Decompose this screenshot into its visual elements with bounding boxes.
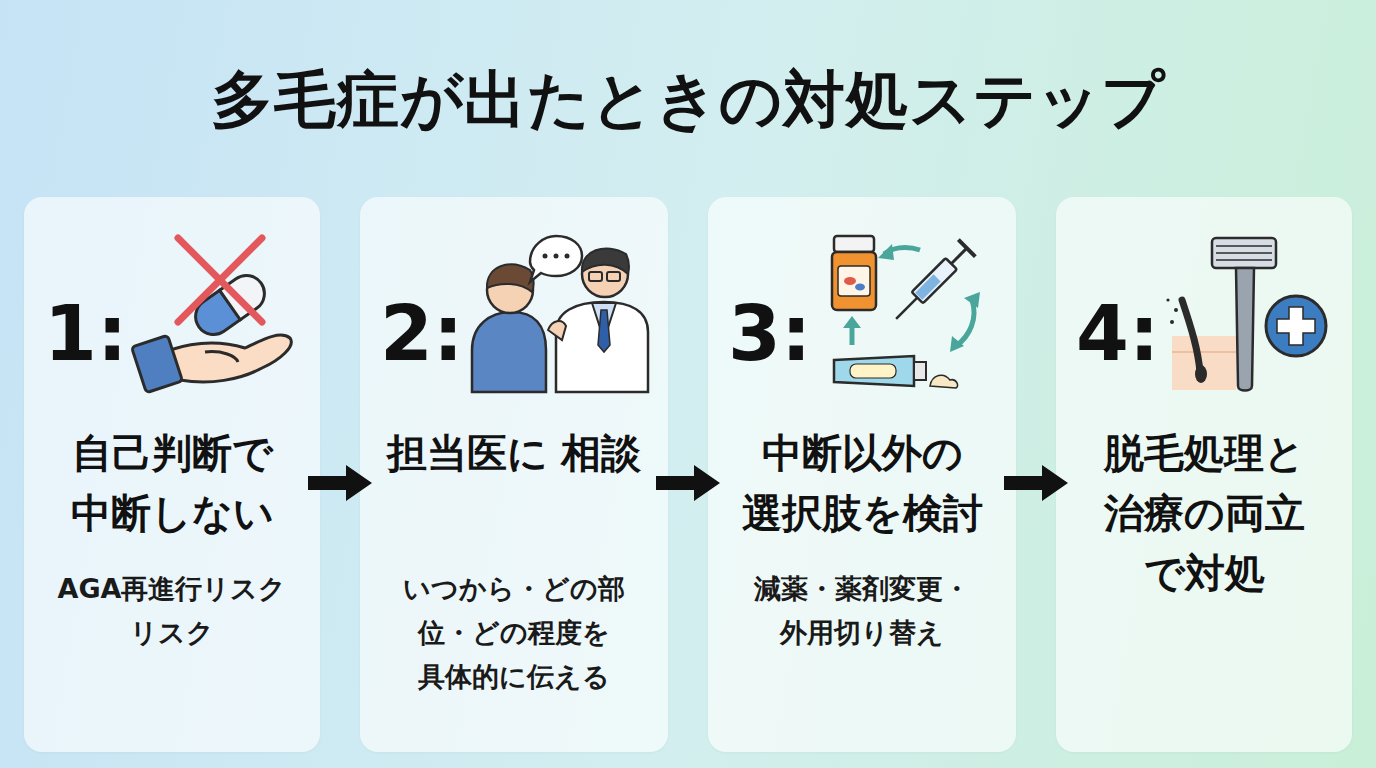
razor-blade	[1216, 245, 1272, 247]
step-card: 4: 脱毛処理と 治療の両立 で対処	[1056, 197, 1352, 752]
skin-block	[1172, 336, 1236, 390]
step-heading: 中断以外の 選択肢を検討	[731, 423, 993, 543]
cycle-arrow-head	[950, 336, 964, 352]
step-card: 2: 担当医に 相談いつから・どの部 位・どの程度を 具体的に伝える	[360, 197, 668, 752]
step-number: 2:	[380, 289, 463, 379]
doctor-hand	[548, 321, 566, 340]
options-icon	[832, 236, 980, 388]
ointment-tube	[834, 356, 914, 386]
step-detail: いつから・どの部 位・どの程度を 具体的に伝える	[388, 567, 640, 699]
consult-icon	[472, 236, 648, 392]
doctor-shirt	[592, 303, 616, 340]
cycle-arrow-head	[843, 316, 861, 328]
tube-label	[850, 364, 896, 378]
cycle-arrow	[884, 247, 920, 254]
bottle-cap	[834, 236, 874, 252]
hand-cuff	[132, 335, 183, 392]
speech-bubble	[530, 236, 582, 282]
bottle-label	[838, 266, 870, 296]
razor-blade	[1216, 252, 1272, 254]
step-heading: 担当医に 相談	[383, 423, 645, 483]
razor-head	[1212, 238, 1276, 268]
hand-thumb	[205, 352, 238, 362]
plus-badge	[1266, 296, 1326, 356]
stubble-dot	[1174, 308, 1178, 312]
syringe-fluid	[915, 274, 940, 299]
patient-head	[487, 267, 533, 313]
pill	[189, 268, 272, 341]
step-number: 1:	[44, 289, 127, 379]
doctor-hair	[582, 248, 629, 274]
shave-icon	[1166, 238, 1326, 391]
speech-dot	[543, 254, 548, 259]
speech-dot	[565, 254, 570, 259]
patient-body	[472, 312, 546, 392]
step-detail: 減薬・薬剤変更・ 外用切り替え	[736, 567, 988, 655]
cycle-arrow-head	[964, 292, 980, 308]
razor-blade	[1216, 259, 1272, 261]
doctor-tie	[598, 310, 610, 352]
doctor-coat	[556, 302, 648, 392]
pill-blue-half	[189, 290, 241, 341]
step-detail: AGA再進行リスク リスク	[46, 567, 298, 655]
step-card: 3: 中断以外の 選択肢を検討減薬・薬剤変更・ 外用切り替え	[708, 197, 1016, 752]
cycle-arrow-head	[878, 244, 894, 260]
hand-palm	[170, 335, 291, 382]
patient-hair	[487, 264, 534, 292]
doctor-glasses	[589, 272, 602, 281]
stubble-dot	[1170, 320, 1174, 324]
tube-cap	[914, 362, 926, 380]
hand-pill-icon	[132, 238, 292, 393]
flow-arrow	[1004, 465, 1068, 501]
pill-red	[844, 277, 856, 285]
syringe-plunger	[951, 248, 967, 264]
diagram-title: 多毛症が出たときの対処ステップ	[0, 52, 1376, 148]
pill-white-half	[220, 268, 272, 319]
hair-strand	[1182, 300, 1200, 372]
cross-mark	[178, 238, 262, 322]
step-number: 4:	[1076, 289, 1159, 379]
razor-handle	[1236, 268, 1254, 391]
step-card: 1: 自己判断で 中断しない AGA再進行リスク リスク	[24, 197, 320, 752]
skin-layer	[1172, 351, 1236, 353]
doctor-head	[582, 251, 628, 297]
step-number: 3:	[728, 289, 811, 379]
syringe-needle	[896, 298, 917, 319]
step-heading: 脱毛処理と 治療の両立 で対処	[1073, 423, 1335, 603]
step-heading: 自己判断で 中断しない	[41, 423, 303, 543]
syringe-grip	[958, 240, 975, 257]
stubble-dot	[1166, 298, 1169, 301]
ointment-blob	[930, 375, 958, 388]
flow-arrow	[656, 465, 720, 501]
cycle-arrow	[956, 300, 974, 346]
bottle-body	[832, 252, 876, 310]
syringe-barrel	[912, 258, 957, 303]
cross-mark	[178, 238, 262, 322]
plus-sign	[1277, 307, 1315, 345]
pill-blue	[855, 284, 865, 291]
speech-dot	[554, 254, 559, 259]
doctor-glasses	[607, 272, 620, 281]
hair-follicle	[1195, 365, 1207, 383]
syringe	[888, 240, 976, 328]
flow-arrow	[308, 465, 372, 501]
cycle-arrow	[850, 325, 855, 345]
